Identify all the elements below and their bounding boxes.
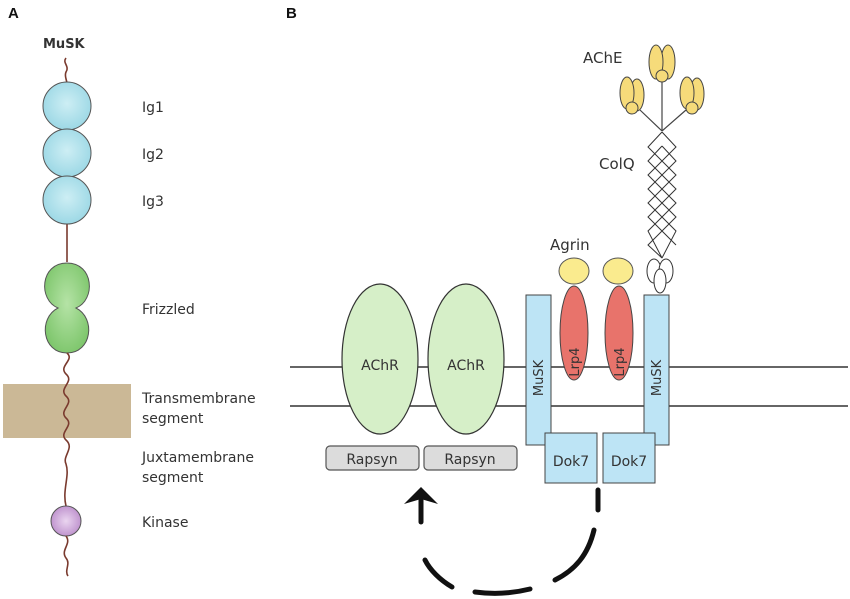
lrp4-2 [604,285,634,381]
musk-2-label: MuSK [650,359,665,396]
colq-anchor [646,258,674,294]
frizzled-label: Frizzled [142,302,195,318]
signaling-arrow-dashed [422,487,601,596]
ig3-domain [42,175,92,225]
musk-1 [525,294,552,446]
colq-label: ColQ [599,155,635,173]
transmembrane-label-2: segment [142,411,204,427]
ig2-domain [42,128,92,178]
achr-1-label: AChR [361,358,399,374]
ache-tetramer-top [648,44,676,83]
ig2-label: Ig2 [142,147,164,163]
juxtamembrane-label-2: segment [142,470,204,486]
transmembrane-label-1: Transmembrane [141,391,256,407]
ache-tetramer-right [679,76,705,115]
achr-2 [427,283,505,435]
musk-2 [643,294,670,446]
ache-stalk-right [661,109,687,132]
transmembrane-band [3,384,131,438]
ig1-domain [42,81,92,131]
lrp4-2-label: Lrp4 [613,347,628,376]
dok7-2 [602,432,656,484]
rapsyn-1 [325,445,420,471]
frizzled-domain [44,262,90,354]
ache-stalk-left [639,109,663,132]
agrin-label: Agrin [550,236,590,254]
achr-2-label: AChR [447,358,485,374]
rapsyn-1-label: Rapsyn [346,452,397,468]
lrp4-1-label: Lrp4 [568,347,583,376]
kinase-domain [50,505,82,537]
colq-helix [647,131,677,259]
n-terminal-tail [64,57,68,85]
agrin-2 [602,257,634,285]
ig1-label: Ig1 [142,100,164,116]
rapsyn-2-label: Rapsyn [444,452,495,468]
panel-a-label: A [8,5,19,22]
musk-title: MuSK [43,37,86,52]
ache-label: AChE [583,49,622,67]
dok7-1-label: Dok7 [553,454,589,470]
panel-b-label: B [286,5,297,22]
dok7-2-label: Dok7 [611,454,647,470]
rapsyn-2 [423,445,518,471]
transmembrane-chain [63,352,71,507]
musk-1-label: MuSK [532,359,547,396]
agrin-1 [558,257,590,285]
arrowhead-icon [404,487,438,504]
ache-tetramer-left [619,76,645,115]
achr-1 [341,283,419,435]
ig3-label: Ig3 [142,194,164,210]
juxtamembrane-label-1: Juxtamembrane [141,450,254,466]
c-terminal-tail [63,535,69,577]
dok7-1 [544,432,598,484]
lrp4-1 [559,285,589,381]
kinase-label: Kinase [142,515,188,531]
